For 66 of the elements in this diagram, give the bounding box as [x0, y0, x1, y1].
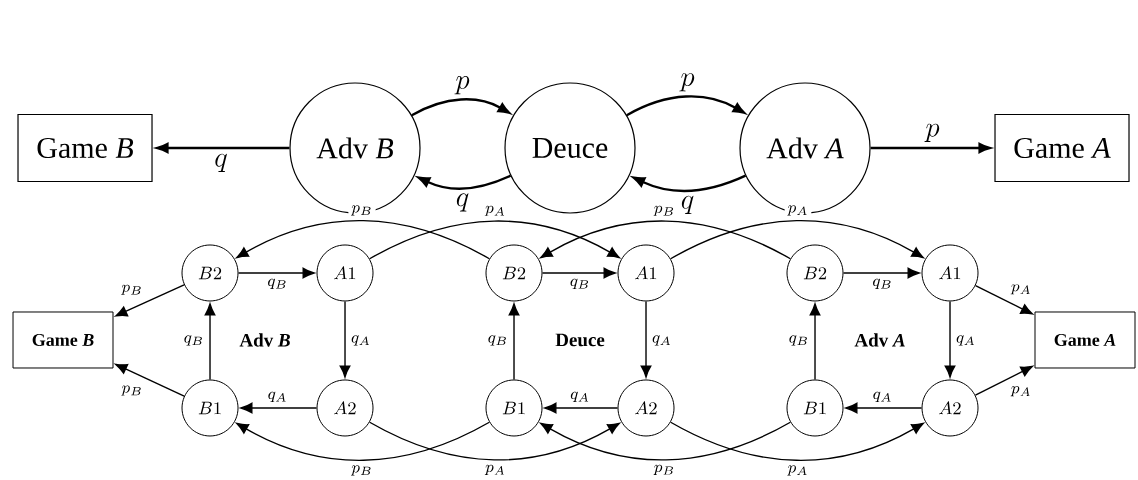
arrow: [236, 219, 491, 260]
arrow: [974, 365, 1033, 396]
edge-label: $p_B$: [650, 462, 679, 479]
state-box: Game A: [1034, 311, 1136, 369]
arrow: [339, 300, 351, 378]
edge-label: $p$: [677, 70, 698, 95]
edge-label: $q_A$: [953, 332, 979, 349]
arrow: [237, 267, 315, 279]
edge-label: $p_A$: [1008, 383, 1035, 400]
edge-label: $p$: [922, 121, 943, 145]
edge-label: $q_B$: [869, 276, 896, 292]
arrow: [540, 220, 792, 260]
edge-label: $p_B$: [650, 202, 679, 219]
edge-label: $q_A$: [649, 332, 675, 349]
edge-label: $p_A$: [1008, 281, 1035, 298]
arrow: [236, 421, 491, 461]
arrow: [540, 421, 792, 461]
edge-label: $p$: [452, 73, 473, 98]
edge-label: $q_B$: [566, 276, 594, 292]
arrow: [632, 174, 747, 193]
edge-label: $p_B$: [348, 202, 376, 219]
arrow: [115, 363, 185, 397]
edge-label: $p_B$: [348, 462, 376, 479]
group-label: Adv B: [239, 333, 290, 347]
arrow: [974, 284, 1033, 315]
arrow: [544, 402, 619, 414]
arrow: [640, 300, 652, 378]
edge-label: $q_A$: [567, 389, 593, 405]
arrow: [944, 300, 956, 378]
edge-label: $q$: [677, 193, 698, 218]
edge-label: $q_B$: [180, 332, 207, 349]
arrow: [369, 220, 620, 260]
edge-label: $p_B$: [118, 281, 146, 298]
arrow: [809, 303, 821, 381]
group-label: Deuce: [555, 333, 605, 347]
state-box: Game A: [994, 113, 1130, 183]
edge-label: $q$: [211, 151, 231, 175]
arrow: [670, 219, 924, 260]
arrow: [411, 98, 511, 117]
edge-label: $q_B$: [785, 332, 812, 349]
arrow: [369, 421, 620, 461]
arrow: [541, 267, 616, 279]
edge-label: $p_B$: [118, 382, 146, 399]
edge-label: $q$: [452, 190, 473, 215]
edge-label: $q_B$: [484, 332, 511, 349]
state-box: Game B: [12, 311, 114, 369]
arrow: [240, 402, 318, 414]
edge-label: $q_A$: [869, 389, 896, 405]
arrow: [417, 174, 512, 190]
edge-label: $p_A$: [482, 462, 509, 479]
arrow: [842, 267, 920, 279]
edge-label: $p_A$: [784, 462, 812, 479]
arrow: [115, 284, 185, 317]
arrow: [626, 95, 746, 117]
arrow: [870, 142, 991, 154]
state-box: Game B: [17, 113, 153, 183]
arrow: [204, 303, 216, 381]
edge-label: $q_A$: [348, 332, 374, 349]
edge-label: $p_A$: [784, 202, 812, 219]
arrow: [156, 142, 290, 154]
arrow: [508, 303, 520, 381]
arrow: [670, 421, 924, 461]
arrow: [845, 402, 923, 414]
edge-label: $q_B$: [264, 276, 291, 292]
edge-label: $q_A$: [264, 389, 291, 405]
group-label: Adv A: [854, 333, 905, 347]
